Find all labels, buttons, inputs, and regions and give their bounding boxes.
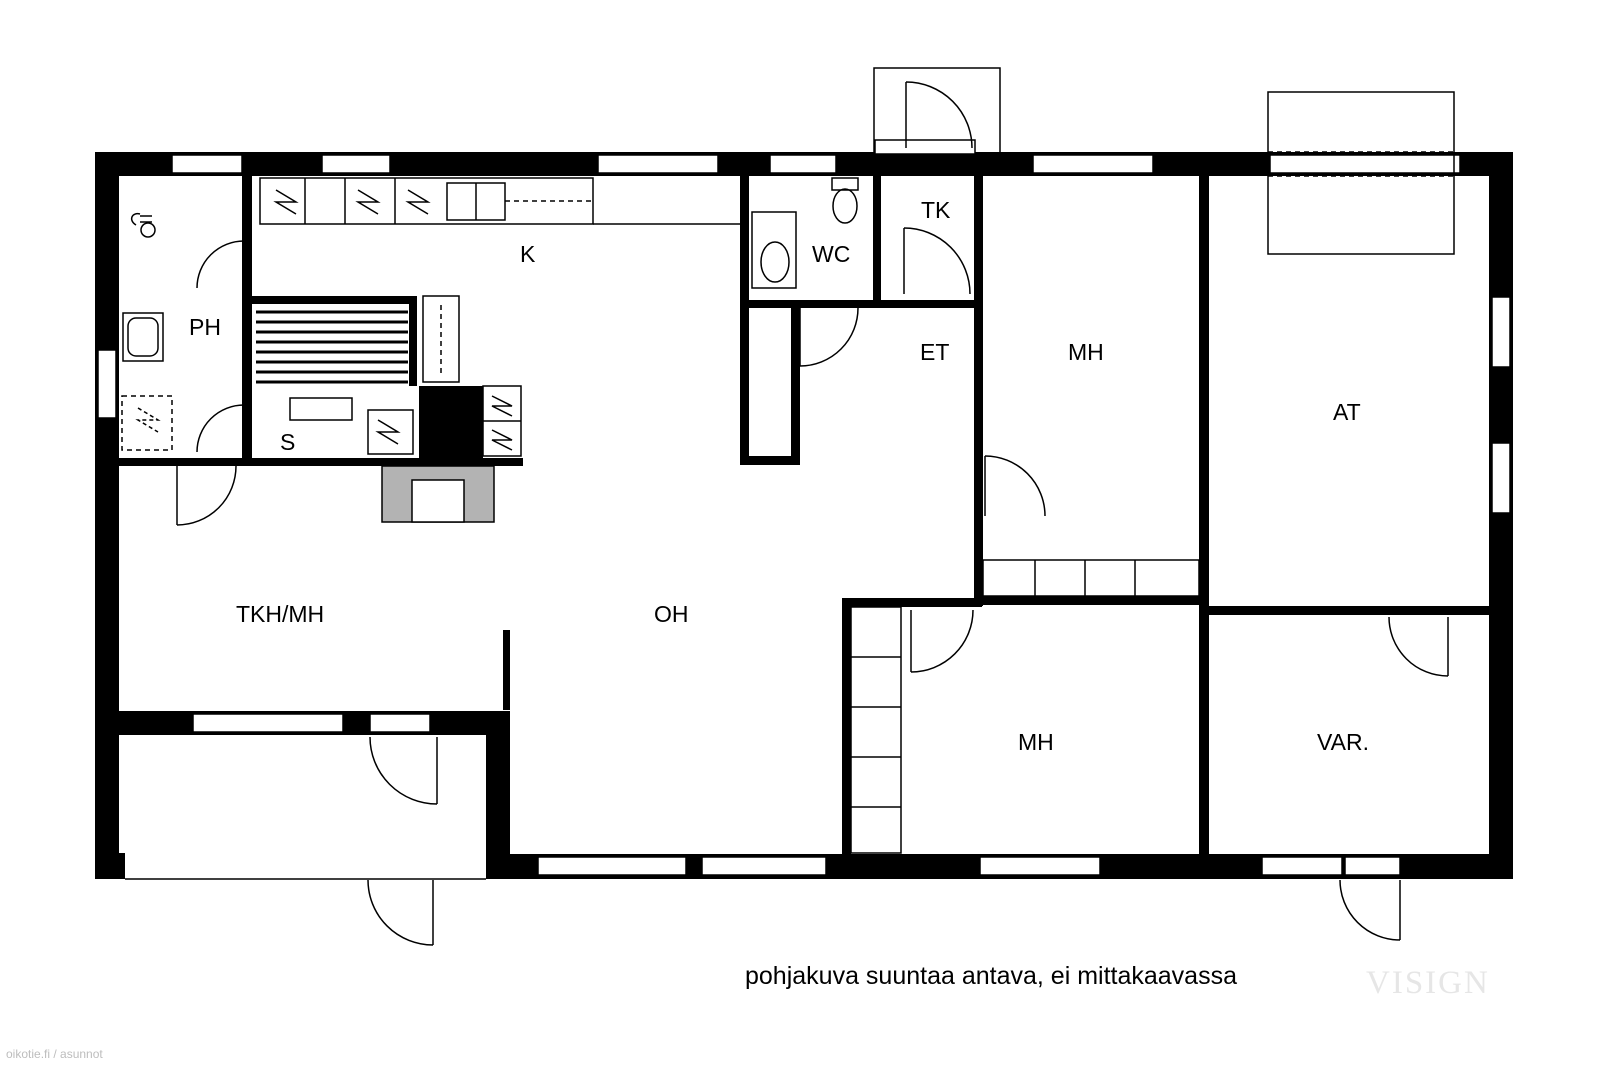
wardrobes <box>850 559 1200 854</box>
room-label-oh: OH <box>654 601 689 627</box>
visign-watermark: VISIGN <box>1366 965 1490 1001</box>
kitchen-counter <box>259 177 740 225</box>
room-label-var: VAR. <box>1317 729 1369 755</box>
fireplace <box>381 465 495 523</box>
room-label-et: ET <box>920 339 949 365</box>
disclaimer-note: pohjakuva suuntaa antava, ei mittakaavas… <box>745 962 1237 990</box>
outer-walls <box>95 152 1513 879</box>
entrance-porch <box>873 67 1001 152</box>
ph-fixtures <box>121 212 173 451</box>
windows-sides <box>97 296 1511 876</box>
room-label-tk: TK <box>921 197 951 223</box>
doors <box>176 81 1449 946</box>
source-credit: oikotie.fi / asunnot <box>6 1047 103 1061</box>
room-label-ph: PH <box>189 314 221 340</box>
room-label-mh-top: MH <box>1068 339 1104 365</box>
room-label-k: K <box>520 241 536 267</box>
canopy-at <box>1267 91 1455 255</box>
room-label-at: AT <box>1333 399 1361 425</box>
room-label-s: S <box>280 429 295 455</box>
windows-top <box>171 139 1461 174</box>
kitchen-cabinet <box>422 295 522 457</box>
room-labels: K WC TK PH ET MH AT S TKH/MH OH MH VAR. <box>189 197 1369 755</box>
interior-walls <box>119 176 1489 866</box>
room-label-wc: WC <box>812 241 850 267</box>
sauna-benches <box>256 310 408 384</box>
terrace <box>97 735 486 880</box>
sauna-stove <box>289 397 414 455</box>
room-label-tkh-mh: TKH/MH <box>236 601 324 627</box>
wc-fixtures <box>751 177 859 289</box>
room-label-mh-bottom: MH <box>1018 729 1054 755</box>
